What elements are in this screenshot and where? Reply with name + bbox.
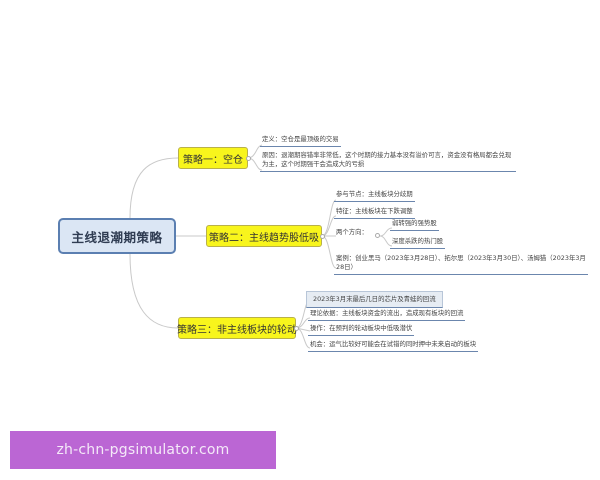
leaf-weak-to-strong[interactable]: 弱转强的强势股	[390, 219, 439, 231]
leaf-cases[interactable]: 案例：创业黑马（2023年3月28日）、拓尔思（2023年3月30日）、汤姆猫（…	[334, 254, 588, 275]
leaf-two-directions[interactable]: 两个方向：	[336, 228, 368, 236]
collapse-toggle-icon[interactable]	[294, 326, 299, 331]
branch-strategy-3[interactable]: 策略三：非主线板块的轮动	[177, 317, 297, 339]
root-node[interactable]: 主线退潮期策略	[58, 218, 176, 254]
collapse-toggle-icon[interactable]	[320, 234, 325, 239]
leaf-theory[interactable]: 理论依据：主线板块资金的流出，造成现有板块的回流	[308, 309, 466, 321]
collapse-toggle-icon[interactable]	[246, 156, 251, 161]
leaf-march-rotation[interactable]: 2023年3月末最后几日的芯片及青蛙的回流	[306, 291, 443, 308]
leaf-deep-drop[interactable]: 深度杀跌的热门股	[390, 237, 446, 249]
watermark-text: zh-chn-pgsimulator.com	[56, 442, 230, 458]
watermark-banner: zh-chn-pgsimulator.com	[10, 431, 276, 469]
leaf-feature[interactable]: 特征：主线板块在下跌调整	[334, 207, 415, 219]
leaf-operation[interactable]: 操作：在预判的轮动板块中低吸潜伏	[308, 324, 415, 336]
leaf-opportunity[interactable]: 机会：运气比较好可能会在试错的同时押中未来启动的板块	[308, 340, 479, 352]
leaf-definition[interactable]: 定义：空仓是最顶级的交易	[260, 135, 341, 147]
branch-label: 策略一：空仓	[183, 154, 243, 166]
branch-label: 策略二：主线趋势股低吸	[209, 232, 319, 244]
root-node-label: 主线退潮期策略	[71, 229, 163, 245]
branch-label: 策略三：非主线板块的轮动	[177, 324, 297, 336]
leaf-reason[interactable]: 原因：退潮期容错率非常低，这个时期的接力基本没有溢价可言，资金没有格局都会兑现为…	[260, 151, 516, 172]
branch-strategy-1[interactable]: 策略一：空仓	[178, 147, 248, 169]
branch-strategy-2[interactable]: 策略二：主线趋势股低吸	[206, 225, 322, 247]
leaf-entry-node[interactable]: 参与节点：主线板块分歧期	[334, 190, 415, 202]
collapse-toggle-icon[interactable]	[375, 233, 380, 238]
